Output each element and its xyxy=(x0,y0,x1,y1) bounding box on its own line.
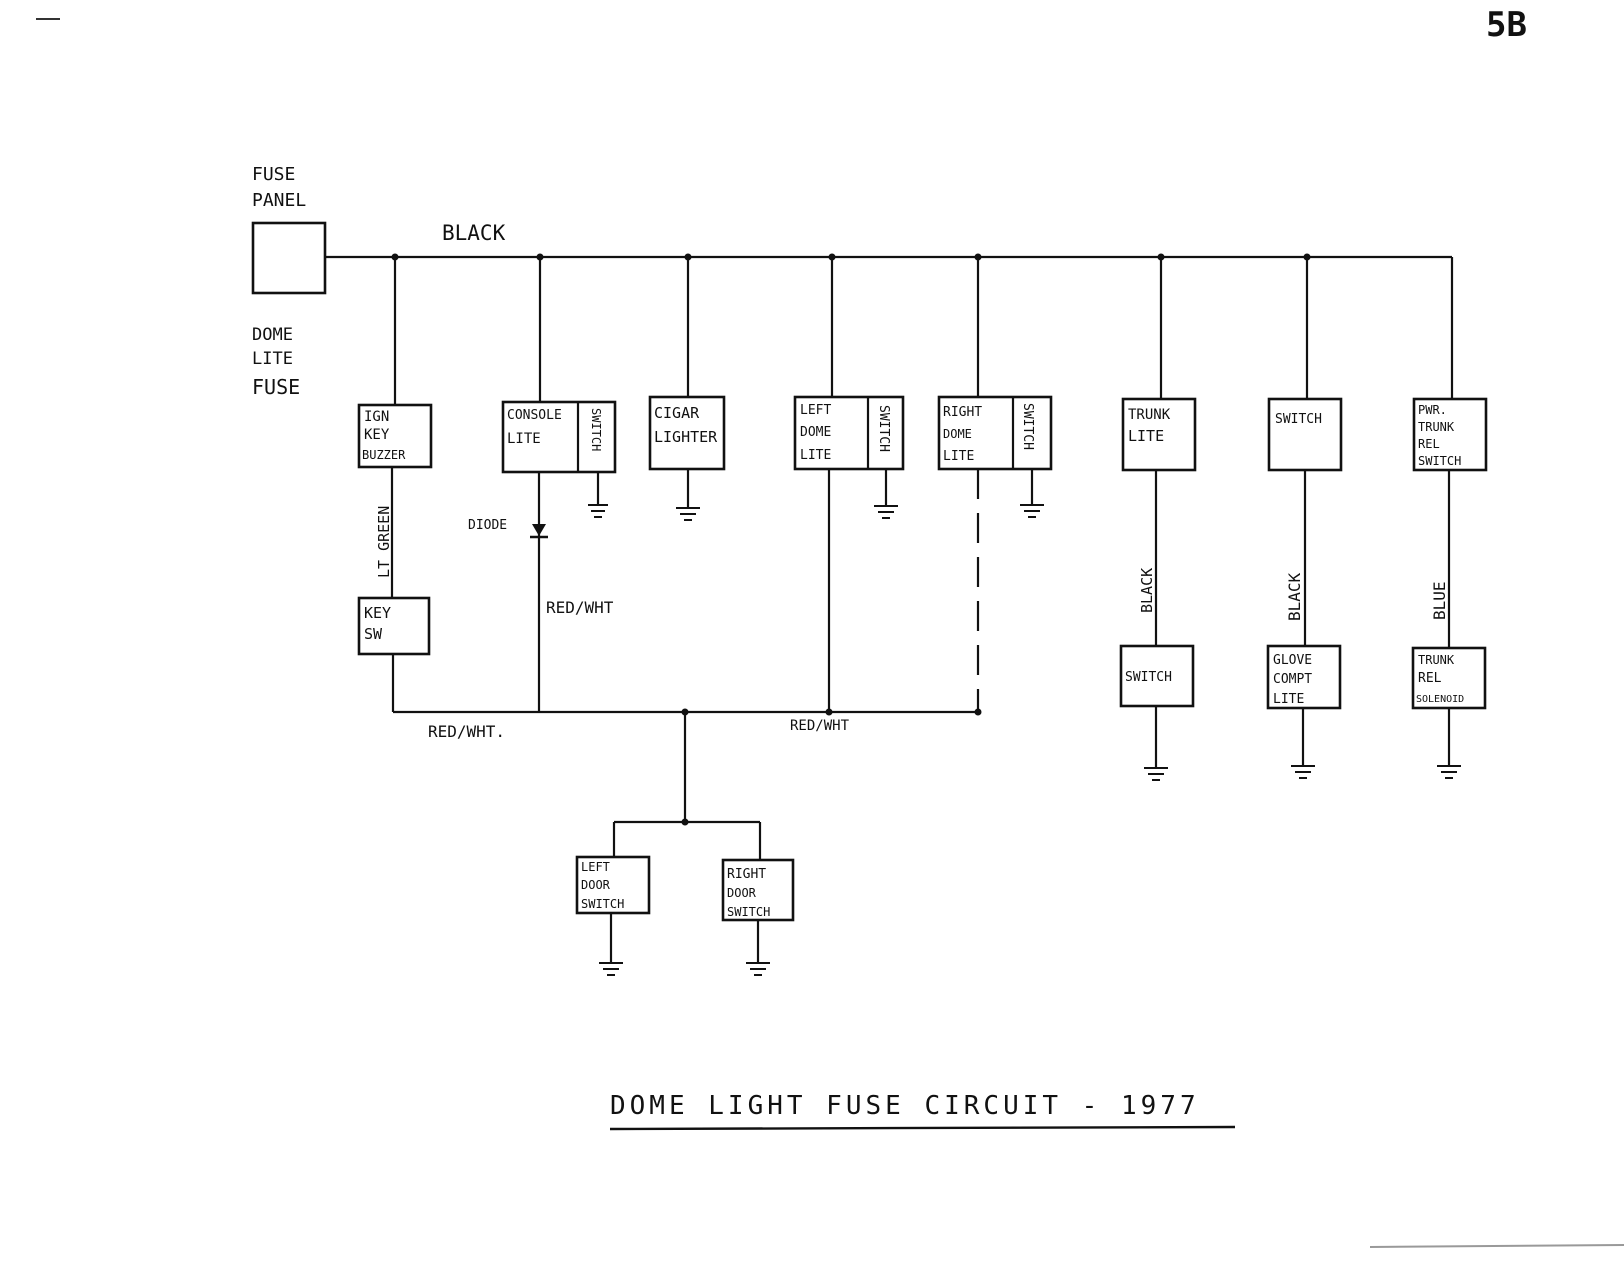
console-lite-label-2: LITE xyxy=(507,431,541,447)
right-door-switch-label-1: RIGHT xyxy=(727,867,766,882)
title-underline xyxy=(609,1125,1236,1131)
left-door-switch-label-3: SWITCH xyxy=(581,897,624,911)
wire-label-diode: DIODE xyxy=(468,518,507,533)
ground-icon xyxy=(588,504,608,518)
left-dome-lite-box xyxy=(793,395,905,471)
ign-key-buzzer-box xyxy=(357,403,433,469)
wire-label-red-wht-3: RED/WHT xyxy=(790,718,850,734)
left-door-switch-label-1: LEFT xyxy=(581,860,610,874)
trunk-rel-solenoid-label-2: REL xyxy=(1418,671,1442,686)
pwr-trunk-rel-switch-label-3: REL xyxy=(1418,437,1440,451)
left-door-switch-box xyxy=(575,855,651,915)
key-sw-box xyxy=(357,596,431,656)
console-switch-label: SWITCH xyxy=(589,408,603,451)
fuse-panel-box xyxy=(251,221,327,295)
right-door-switch-box xyxy=(721,858,795,922)
ground-icon xyxy=(599,962,623,976)
cigar-lighter-label-2: LIGHTER xyxy=(654,428,718,446)
fuse-panel-label-1: FUSE xyxy=(252,164,295,185)
bus-drops xyxy=(393,257,1454,405)
fuse-panel-label-2: PANEL xyxy=(252,190,306,211)
wire-label-red-wht-2: RED/WHT. xyxy=(428,722,505,741)
right-door-switch-label-2: DOOR xyxy=(727,886,757,900)
cigar-lighter-label-1: CIGAR xyxy=(654,404,700,422)
ground-icon xyxy=(746,962,770,976)
key-sw-label-2: SW xyxy=(364,625,383,643)
left-dome-lite-label-2: DOME xyxy=(800,425,831,440)
switch-top-box xyxy=(1267,397,1343,472)
left-door-switch-label-2: DOOR xyxy=(581,878,611,892)
ground-icon xyxy=(1144,767,1168,781)
fuse-label-2: LITE xyxy=(252,349,293,369)
trunk-switch-label: SWITCH xyxy=(1125,670,1172,685)
pwr-trunk-rel-switch-label-1: PWR. xyxy=(1418,403,1447,417)
ground-icon xyxy=(1020,504,1044,518)
ign-key-buzzer-label-3: BUZZER xyxy=(362,448,406,462)
ground-icon xyxy=(676,507,700,521)
diagram-title: DOME LIGHT FUSE CIRCUIT - 1977 xyxy=(610,1091,1200,1121)
console-lite-box xyxy=(501,400,617,474)
wire-label-black-1: BLACK xyxy=(1138,568,1156,613)
wire-label-lt-green: LT GREEN xyxy=(375,506,393,578)
page-number: 5B xyxy=(1486,5,1527,45)
ground-icon xyxy=(1437,765,1461,779)
fuse-label-3: FUSE xyxy=(252,375,300,399)
right-dome-lite-label-1: RIGHT xyxy=(943,405,982,420)
left-dome-lite-label-1: LEFT xyxy=(800,403,831,418)
trunk-rel-solenoid-label-1: TRUNK xyxy=(1418,653,1455,667)
ign-key-buzzer-label-1: IGN xyxy=(364,409,389,425)
trunk-lite-label-2: LITE xyxy=(1128,427,1164,445)
pwr-trunk-rel-switch-label-4: SWITCH xyxy=(1418,454,1461,468)
trunk-rel-solenoid-box xyxy=(1411,646,1487,710)
right-dome-lite-box xyxy=(937,395,1053,471)
right-dome-switch-label: SWITCH xyxy=(1020,403,1035,450)
trunk-rel-solenoid-label-3: SOLENOID xyxy=(1416,694,1464,705)
glove-compt-lite-box xyxy=(1266,644,1342,710)
wire-label-blue: BLUE xyxy=(1430,581,1449,620)
pwr-trunk-rel-switch-label-2: TRUNK xyxy=(1418,420,1455,434)
wire-label-black-2: BLACK xyxy=(1285,572,1304,621)
console-lite-label-1: CONSOLE xyxy=(507,408,562,423)
key-sw-label-1: KEY xyxy=(364,604,391,622)
left-dome-switch-label: SWITCH xyxy=(876,405,891,452)
glove-compt-lite-label-3: LITE xyxy=(1273,692,1304,707)
right-door-switch-label-3: SWITCH xyxy=(727,905,770,919)
door-switch-junction xyxy=(681,818,689,826)
ground-icon xyxy=(874,505,898,519)
glove-compt-lite-label-1: GLOVE xyxy=(1273,653,1312,668)
wire-label-red-wht-1: RED/WHT xyxy=(546,598,614,617)
switch-top-label: SWITCH xyxy=(1275,412,1322,427)
left-dome-lite-label-3: LITE xyxy=(800,448,831,463)
diode-icon xyxy=(532,524,546,536)
trunk-lite-label-1: TRUNK xyxy=(1128,407,1171,423)
scan-edge xyxy=(1369,1244,1624,1248)
right-dome-lite-label-2: DOME xyxy=(943,427,972,441)
ground-icon xyxy=(1291,765,1315,779)
trunk-lite-box xyxy=(1121,397,1197,472)
right-dome-lite-label-3: LITE xyxy=(943,449,974,464)
ign-key-buzzer-label-2: KEY xyxy=(364,427,390,443)
wire-label-black-main: BLACK xyxy=(442,221,506,245)
fuse-label-1: DOME xyxy=(252,325,293,345)
cigar-lighter-box xyxy=(648,395,726,471)
glove-compt-lite-label-2: COMPT xyxy=(1273,672,1312,687)
